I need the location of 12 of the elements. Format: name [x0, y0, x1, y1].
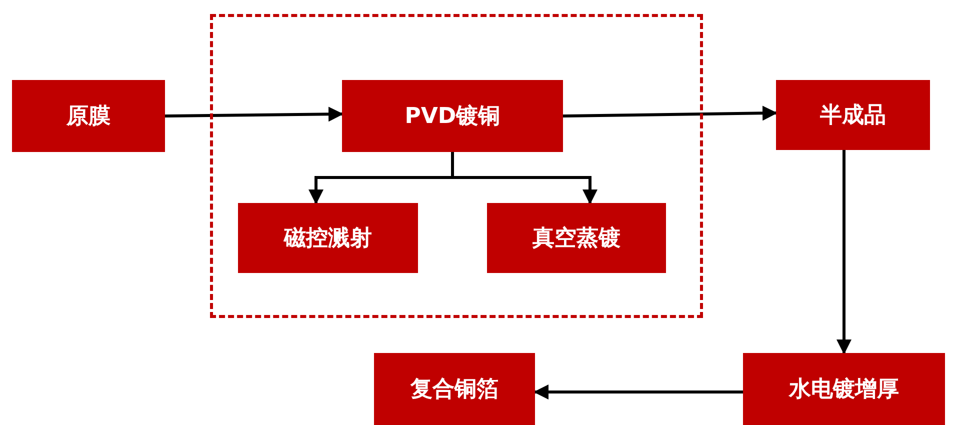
dashed-frame	[210, 14, 703, 318]
process-box: 磁控溅射	[238, 203, 418, 273]
process-box: 复合铜箔	[374, 353, 535, 425]
process-box: 真空蒸镀	[487, 203, 666, 273]
arrow	[164, 106, 344, 122]
arrow	[534, 384, 743, 400]
process-box: 原膜	[12, 80, 165, 152]
process-box: 水电镀增厚	[743, 353, 945, 425]
arrow	[562, 106, 778, 121]
process-box: PVD镀铜	[342, 80, 563, 152]
process-box: 半成品	[776, 80, 930, 150]
arrow	[836, 150, 852, 354]
